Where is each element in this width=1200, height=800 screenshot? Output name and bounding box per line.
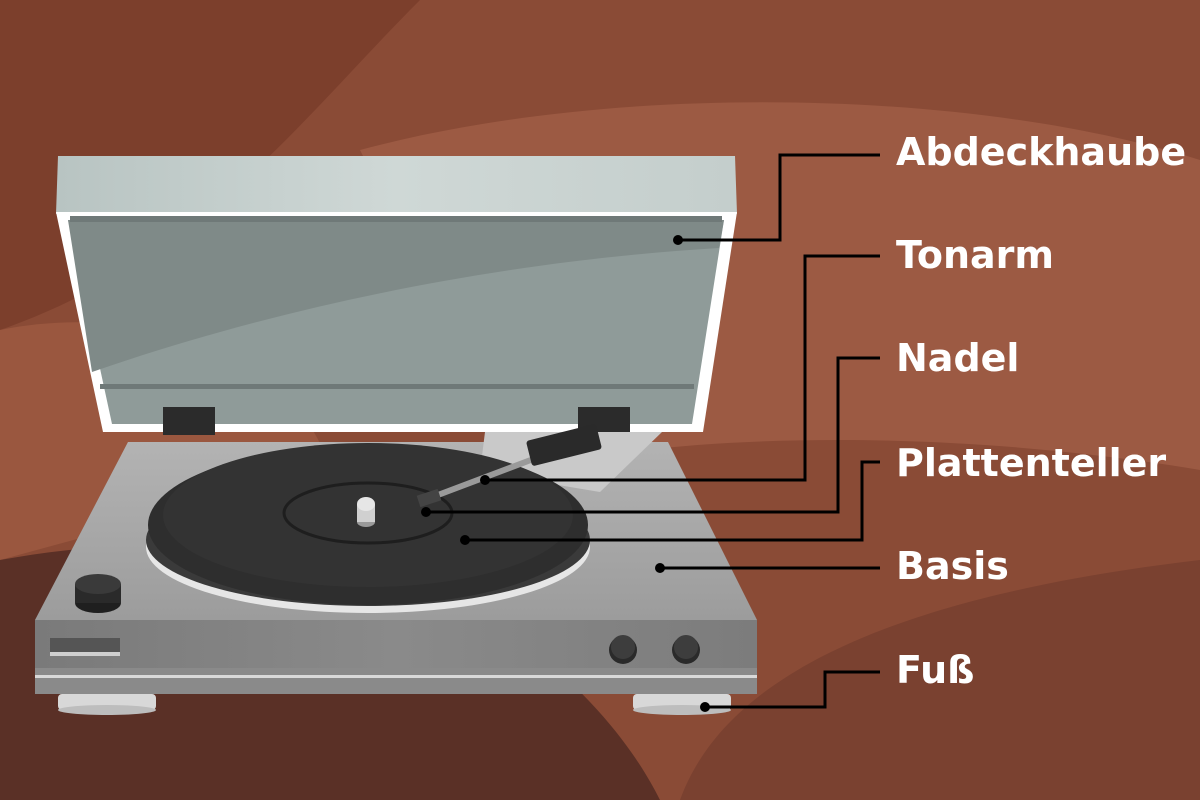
- label-tonearm: Tonarm: [896, 233, 1055, 277]
- label-base: Basis: [896, 544, 1009, 588]
- leader-foot: [705, 670, 880, 709]
- leader-lines: [426, 153, 880, 709]
- tonearm: [416, 424, 602, 508]
- lid: [56, 156, 737, 435]
- leader-lid: [678, 153, 880, 242]
- label-platter: Plattenteller: [896, 441, 1167, 485]
- leader-dots: [421, 235, 710, 712]
- leader-needle: [426, 356, 880, 514]
- platter: [146, 443, 590, 613]
- label-needle: Nadel: [896, 336, 1020, 380]
- leader-tonearm: [485, 254, 880, 482]
- label-foot: Fuß: [896, 648, 975, 692]
- label-lid: Abdeckhaube: [896, 130, 1187, 174]
- leader-platter: [465, 460, 880, 542]
